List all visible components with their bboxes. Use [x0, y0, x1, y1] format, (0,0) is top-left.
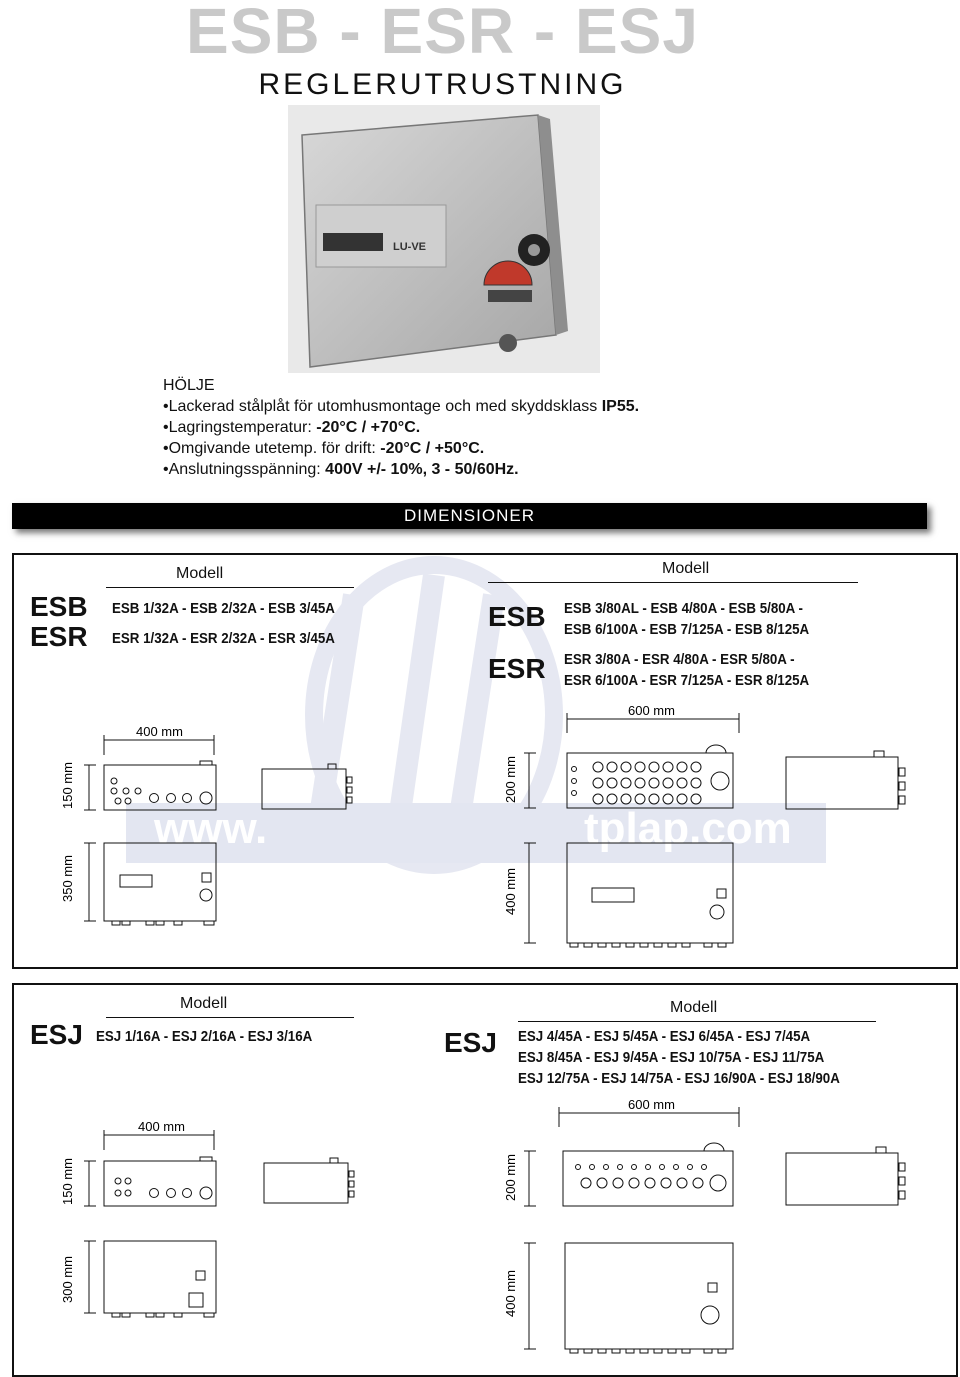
modell-label: Modell: [180, 995, 228, 1012]
width-label: 600 mm: [628, 703, 675, 718]
main-title: ESB - ESR - ESJ: [186, 0, 699, 67]
subtitle: REGLERUTRUSTNING: [258, 68, 627, 101]
height-side-label: 150 mm: [60, 762, 75, 809]
holje-list: Lackerad stålplåt för utomhusmontage och…: [163, 396, 639, 480]
width-label: 600 mm: [628, 1097, 675, 1112]
height-front-label: 300 mm: [60, 1256, 75, 1303]
code-esb: ESB: [488, 601, 546, 632]
watermark: www. tplap.com: [126, 556, 826, 874]
model-line: ESR 6/100A - ESR 7/125A - ESR 8/125A: [564, 673, 810, 689]
esb-esr-panel: www. tplap.com Modell ESB ESR ESB 1/32A …: [12, 553, 958, 969]
list-item: Lackerad stålplåt för utomhusmontage och…: [163, 396, 639, 417]
divider: [106, 587, 354, 588]
model-line: ESR 3/80A - ESR 4/80A - ESR 5/80A -: [564, 652, 795, 668]
list-item: Omgivande utetemp. för drift: -20°C / +5…: [163, 438, 639, 459]
width-label: 400 mm: [138, 1119, 185, 1134]
height-side-label: 150 mm: [60, 1158, 75, 1205]
list-item: Anslutningsspänning: 400V +/- 10%, 3 - 5…: [163, 459, 639, 480]
watermark-left: www.: [153, 804, 267, 853]
dimensioner-banner: DIMENSIONER: [12, 503, 927, 529]
height-side-label: 200 mm: [503, 756, 518, 803]
code-esr: ESR: [488, 653, 546, 684]
divider: [518, 1021, 876, 1022]
height-front-label: 400 mm: [503, 868, 518, 915]
height-front-label: 350 mm: [60, 855, 75, 902]
dimension-drawings: 400 mm 150 mm 300 mm 600 mm 200 mm 400 m…: [60, 1097, 906, 1354]
code-esj: ESJ: [444, 1027, 497, 1058]
code-esr: ESR: [30, 621, 88, 652]
height-side-label: 200 mm: [503, 1154, 518, 1201]
holje-heading: HÖLJE: [163, 377, 215, 394]
code-esb: ESB: [30, 591, 88, 622]
dimension-drawings: 400 mm 150 mm 350 mm 600 mm 200 mm 400 m…: [60, 703, 906, 948]
list-item: Lagringstemperatur: -20°C / +70°C.: [163, 417, 639, 438]
model-line: ESR 1/32A - ESR 2/32A - ESR 3/45A: [112, 631, 335, 647]
model-line: ESB 3/80AL - ESB 4/80A - ESB 5/80A -: [564, 601, 803, 617]
photo-brand-logo: LU-VE: [393, 241, 426, 253]
divider: [488, 582, 858, 583]
model-line: ESJ 4/45A - ESJ 5/45A - ESJ 6/45A - ESJ …: [518, 1029, 811, 1045]
model-line: ESJ 1/16A - ESJ 2/16A - ESJ 3/16A: [96, 1029, 313, 1045]
modell-label: Modell: [670, 999, 718, 1016]
divider: [106, 1017, 354, 1018]
code-esj: ESJ: [30, 1019, 83, 1050]
model-line: ESJ 12/75A - ESJ 14/75A - ESJ 16/90A - E…: [518, 1071, 840, 1087]
width-label: 400 mm: [136, 724, 183, 739]
watermark-right: tplap.com: [584, 804, 792, 853]
esj-panel: Modell ESJ ESJ 1/16A - ESJ 2/16A - ESJ 3…: [12, 983, 958, 1377]
model-line: ESB 6/100A - ESB 7/125A - ESB 8/125A: [564, 622, 810, 638]
model-line: ESJ 8/45A - ESJ 9/45A - ESJ 10/75A - ESJ…: [518, 1050, 825, 1066]
height-front-label: 400 mm: [503, 1270, 518, 1317]
holje-section: HÖLJE Lackerad stålplåt för utomhusmonta…: [163, 375, 639, 480]
model-line: ESB 1/32A - ESB 2/32A - ESB 3/45A: [112, 601, 335, 617]
control-box-photo: LU-VE: [288, 105, 600, 373]
modell-label: Modell: [662, 560, 710, 577]
modell-label: Modell: [176, 565, 224, 582]
